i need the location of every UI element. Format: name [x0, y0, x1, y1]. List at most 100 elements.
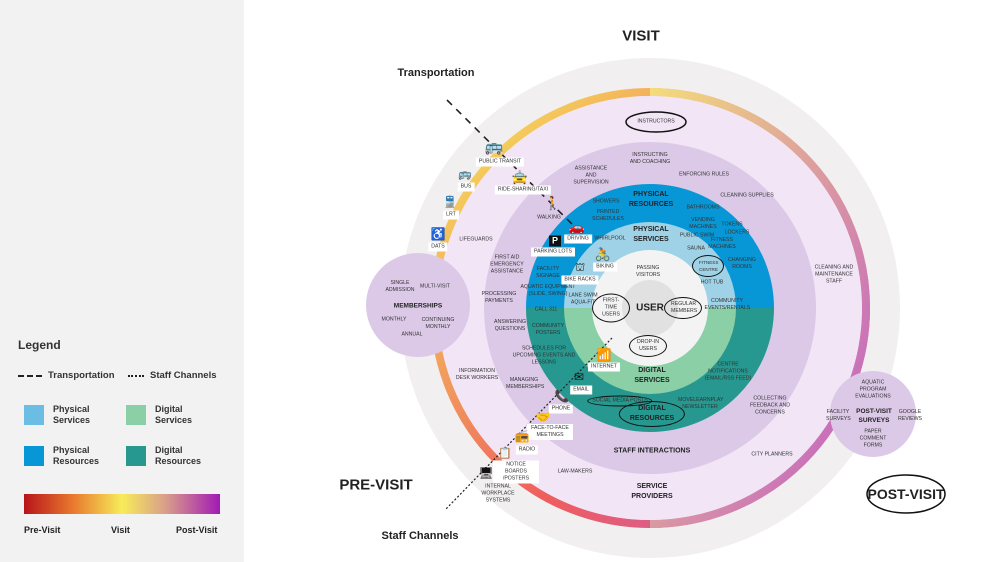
user-passing-visitors: Passing Visitors	[635, 265, 661, 278]
membership-single: Single Admission	[385, 280, 415, 293]
item-bathrooms: Bathrooms	[686, 204, 720, 211]
post-visit-highlight	[866, 474, 946, 514]
item-community-posters: Community Posters	[532, 323, 564, 336]
car-icon: 🚗	[568, 219, 586, 235]
item-centre-notifications: Centre Notifications (Email/RSS Feed)	[704, 361, 752, 382]
item-whirlpool: Whirlpool	[594, 235, 626, 242]
bus-front-icon: 🚌	[484, 138, 504, 156]
bike-icon: 🚴	[594, 246, 612, 262]
channel-radio: Radio	[515, 445, 539, 455]
transport-biking: Biking	[593, 262, 617, 272]
phase-visit: VISIT	[622, 27, 660, 45]
item-answering-questions: Answering Questions	[494, 319, 526, 332]
user-label: USER	[636, 302, 664, 314]
phase-gradient-bar	[24, 494, 220, 514]
item-sauna: Sauna	[687, 245, 705, 252]
item-lane-swim: Lane Swim	[568, 292, 598, 299]
transport-dats: DATS	[428, 242, 448, 252]
legend-transportation: Transportation	[18, 370, 115, 381]
bike-rack-icon: ⛫	[574, 261, 586, 274]
wheelchair-icon: ♿	[430, 227, 446, 241]
item-instructing-coaching: Instructing and Coaching	[629, 152, 671, 165]
item-tokens: Tokens	[721, 221, 743, 228]
memberships-bubble	[366, 253, 470, 357]
item-instructors: Instructors	[637, 118, 675, 125]
parking-icon: P	[548, 235, 562, 247]
monitor-icon: 🖥	[478, 466, 494, 480]
item-social-media-posts: Social Media Posts	[587, 395, 653, 407]
item-info-desk-workers: Information Desk Workers	[455, 368, 499, 381]
item-fitness-centre: Fitness Centre	[692, 255, 724, 277]
item-aqua-fit: Aqua-Fit	[570, 299, 596, 306]
walking-icon: 🚶	[544, 195, 562, 211]
gradient-label-visit: Visit	[111, 525, 130, 535]
swatch-physical-services	[24, 405, 44, 425]
survey-facility: Facility Surveys	[826, 409, 851, 422]
gradient-label-post-visit: Post-Visit	[176, 525, 218, 535]
email-icon: ✉	[573, 370, 585, 384]
phone-icon: 📞	[554, 389, 570, 403]
item-showers: Showers	[592, 198, 620, 205]
item-printed-schedules: Printed Schedules	[592, 209, 624, 222]
memberships-title: MEMBERSHIPS	[393, 302, 443, 310]
item-assistance-supervision: Assistance and Supervision	[573, 165, 609, 186]
user-core	[622, 280, 678, 336]
bus-icon: 🚌	[458, 168, 472, 181]
transport-walking: Walking	[537, 214, 561, 221]
user-regular-members: Regular Members	[664, 297, 702, 319]
item-lockers: Lockers	[724, 229, 750, 236]
channel-email: Email	[570, 385, 592, 395]
item-public-swim: Public Swim	[679, 232, 715, 239]
channel-notice-boards: Notice Boards /Posters	[493, 460, 539, 484]
item-law-makers: Law-Makers	[557, 468, 593, 475]
item-managing-memberships: Managing Memberships	[506, 377, 545, 390]
transportation-label: Transportation	[397, 67, 475, 79]
car-icon: 🚖	[511, 169, 529, 185]
channel-face-to-face: Face-to-Face Meetings	[527, 424, 573, 440]
item-cleaning-staff: Cleaning and Maintenance Staff	[814, 264, 854, 285]
radio-icon: 📻	[514, 429, 530, 443]
item-call-311: Call 311	[534, 306, 558, 313]
post-visit-surveys-bubble	[830, 371, 916, 457]
survey-paper-forms: Paper Comment Forms	[859, 428, 887, 449]
membership-annual: Annual	[401, 331, 423, 338]
item-facility-signage: Facility Signage	[536, 266, 560, 279]
membership-monthly: Monthly	[381, 316, 407, 323]
swatch-digital-resources	[126, 446, 146, 466]
item-enforcing-rules: Enforcing Rules	[679, 171, 729, 178]
dashed-line-icon	[18, 374, 42, 377]
item-processing-payments: Processing Payments	[481, 291, 517, 304]
legend-staff-channels: Staff Channels	[128, 370, 217, 381]
dotted-line-icon	[128, 374, 144, 377]
item-community-events: Community Events/Rentals	[704, 298, 751, 311]
survey-aquatic-evaluations: Aquatic Program Evaluations	[855, 379, 891, 400]
item-newsletter: MoveLearnPlay Newsletter	[678, 397, 724, 410]
transport-lrt: LRT	[443, 210, 459, 220]
phase-pre-visit: PRE-VISIT	[339, 476, 413, 494]
transport-bus: Bus	[457, 182, 475, 192]
membership-continuing: Continuing Monthly	[421, 317, 455, 330]
notice-board-icon: 📋	[498, 447, 512, 460]
handshake-icon: 🤝	[535, 410, 551, 424]
item-aquatic-equipment: Aquatic Equipment (Slide, Swing)	[520, 284, 576, 297]
user-first-time: First-Time Users	[592, 293, 630, 323]
staff-channels-label: Staff Channels	[381, 530, 459, 542]
staff-interactions-title: STAFF INTERACTIONS	[613, 447, 691, 455]
survey-google-reviews: Google Reviews	[898, 409, 922, 422]
phase-post-visit: POST-VISIT	[867, 486, 945, 502]
transport-ride-sharing: Ride-Sharing/Taxi	[494, 185, 552, 195]
transport-driving: Driving	[564, 234, 592, 244]
membership-multi-visit: Multi-Visit	[420, 283, 450, 290]
swatch-digital-services	[126, 405, 146, 425]
item-schedules-upcoming: Schedules for Upcoming Events and Lesson…	[512, 345, 576, 366]
swatch-physical-resources	[24, 446, 44, 466]
legend-panel: Legend Transportation Staff Channels Phy…	[0, 0, 244, 562]
item-collecting-feedback: Collecting Feedback and Concerns	[749, 395, 791, 416]
phase-gradient-ring-right	[649, 88, 871, 528]
